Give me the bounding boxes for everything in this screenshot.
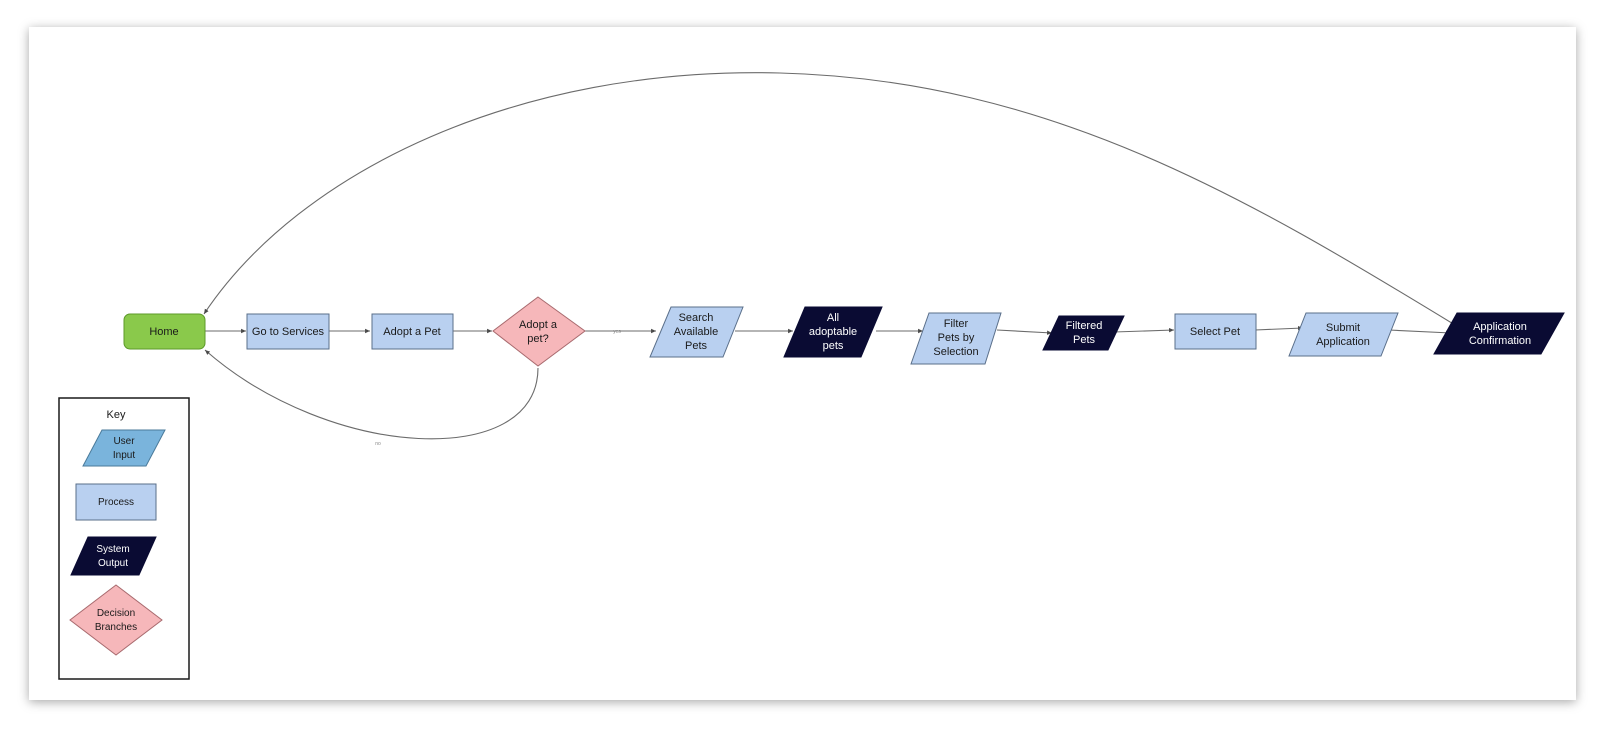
node-filter-line3: Selection — [933, 346, 978, 358]
node-submit-line2: Application — [1316, 336, 1370, 348]
legend-system-output: System Output — [70, 536, 157, 576]
legend-user-input-line2: Input — [113, 450, 135, 461]
legend: Key User Input Process System Output Dec… — [58, 397, 190, 680]
node-adopt-a-pet: Adopt a Pet — [371, 313, 454, 350]
node-all-line2: adoptable — [809, 326, 857, 338]
legend-process: Process — [75, 483, 157, 521]
node-confirm-line2: Confirmation — [1469, 335, 1531, 347]
node-adopt-decision-line2: pet? — [527, 333, 548, 345]
node-go-to-services-label: Go to Services — [252, 326, 325, 338]
node-all-line1: All — [827, 312, 839, 324]
node-filtered-pets: Filtered Pets — [1042, 315, 1125, 351]
legend-title: Key — [107, 409, 126, 421]
edge-filtered-select — [1113, 327, 1175, 333]
node-search-available-pets: Search Available Pets — [649, 306, 744, 358]
node-filtered-line2: Pets — [1073, 334, 1096, 346]
node-go-to-services: Go to Services — [246, 313, 330, 350]
node-select-pet-label: Select Pet — [1190, 326, 1240, 338]
node-home: Home — [123, 313, 206, 350]
legend-user-input-line1: User — [113, 436, 135, 447]
node-adopt-decision-line1: Adopt a — [519, 319, 558, 331]
node-filter-pets: Filter Pets by Selection — [910, 312, 1002, 365]
legend-output-line2: Output — [98, 558, 128, 569]
node-all-adoptable-pets: All adoptable pets — [783, 306, 883, 358]
edge-label-yes: yes — [613, 329, 621, 335]
edge-decision-no — [204, 349, 539, 440]
legend-decision-line2: Branches — [95, 622, 137, 633]
legend-decision: Decision Branches — [69, 584, 163, 656]
node-submit-line1: Submit — [1326, 322, 1360, 334]
legend-process-label: Process — [98, 497, 134, 508]
node-home-label: Home — [149, 326, 178, 338]
diagram-canvas — [29, 27, 1576, 700]
legend-decision-line1: Decision — [97, 608, 135, 619]
node-search-line1: Search — [679, 312, 714, 324]
node-filtered-line1: Filtered — [1066, 320, 1103, 332]
node-select-pet: Select Pet — [1174, 313, 1257, 350]
edge-filter-filtered — [996, 329, 1053, 335]
node-search-line2: Available — [674, 326, 718, 338]
node-filter-line2: Pets by — [938, 332, 975, 344]
node-application-confirmation: Application Confirmation — [1433, 312, 1565, 355]
node-adopt-a-pet-label: Adopt a Pet — [383, 326, 441, 338]
legend-user-input: User Input — [82, 429, 166, 467]
node-filter-line1: Filter — [944, 318, 969, 330]
node-submit-application: Submit Application — [1288, 312, 1399, 357]
node-all-line3: pets — [823, 340, 844, 352]
node-search-line3: Pets — [685, 340, 708, 352]
node-adopt-decision: Adopt a pet? — [492, 296, 586, 367]
edge-confirm-home — [203, 72, 1456, 326]
legend-output-line1: System — [96, 544, 129, 555]
edge-submit-confirm — [1388, 329, 1452, 335]
node-confirm-line1: Application — [1473, 321, 1527, 333]
edge-label-no: no — [375, 441, 381, 447]
edge-select-submit — [1254, 326, 1304, 331]
